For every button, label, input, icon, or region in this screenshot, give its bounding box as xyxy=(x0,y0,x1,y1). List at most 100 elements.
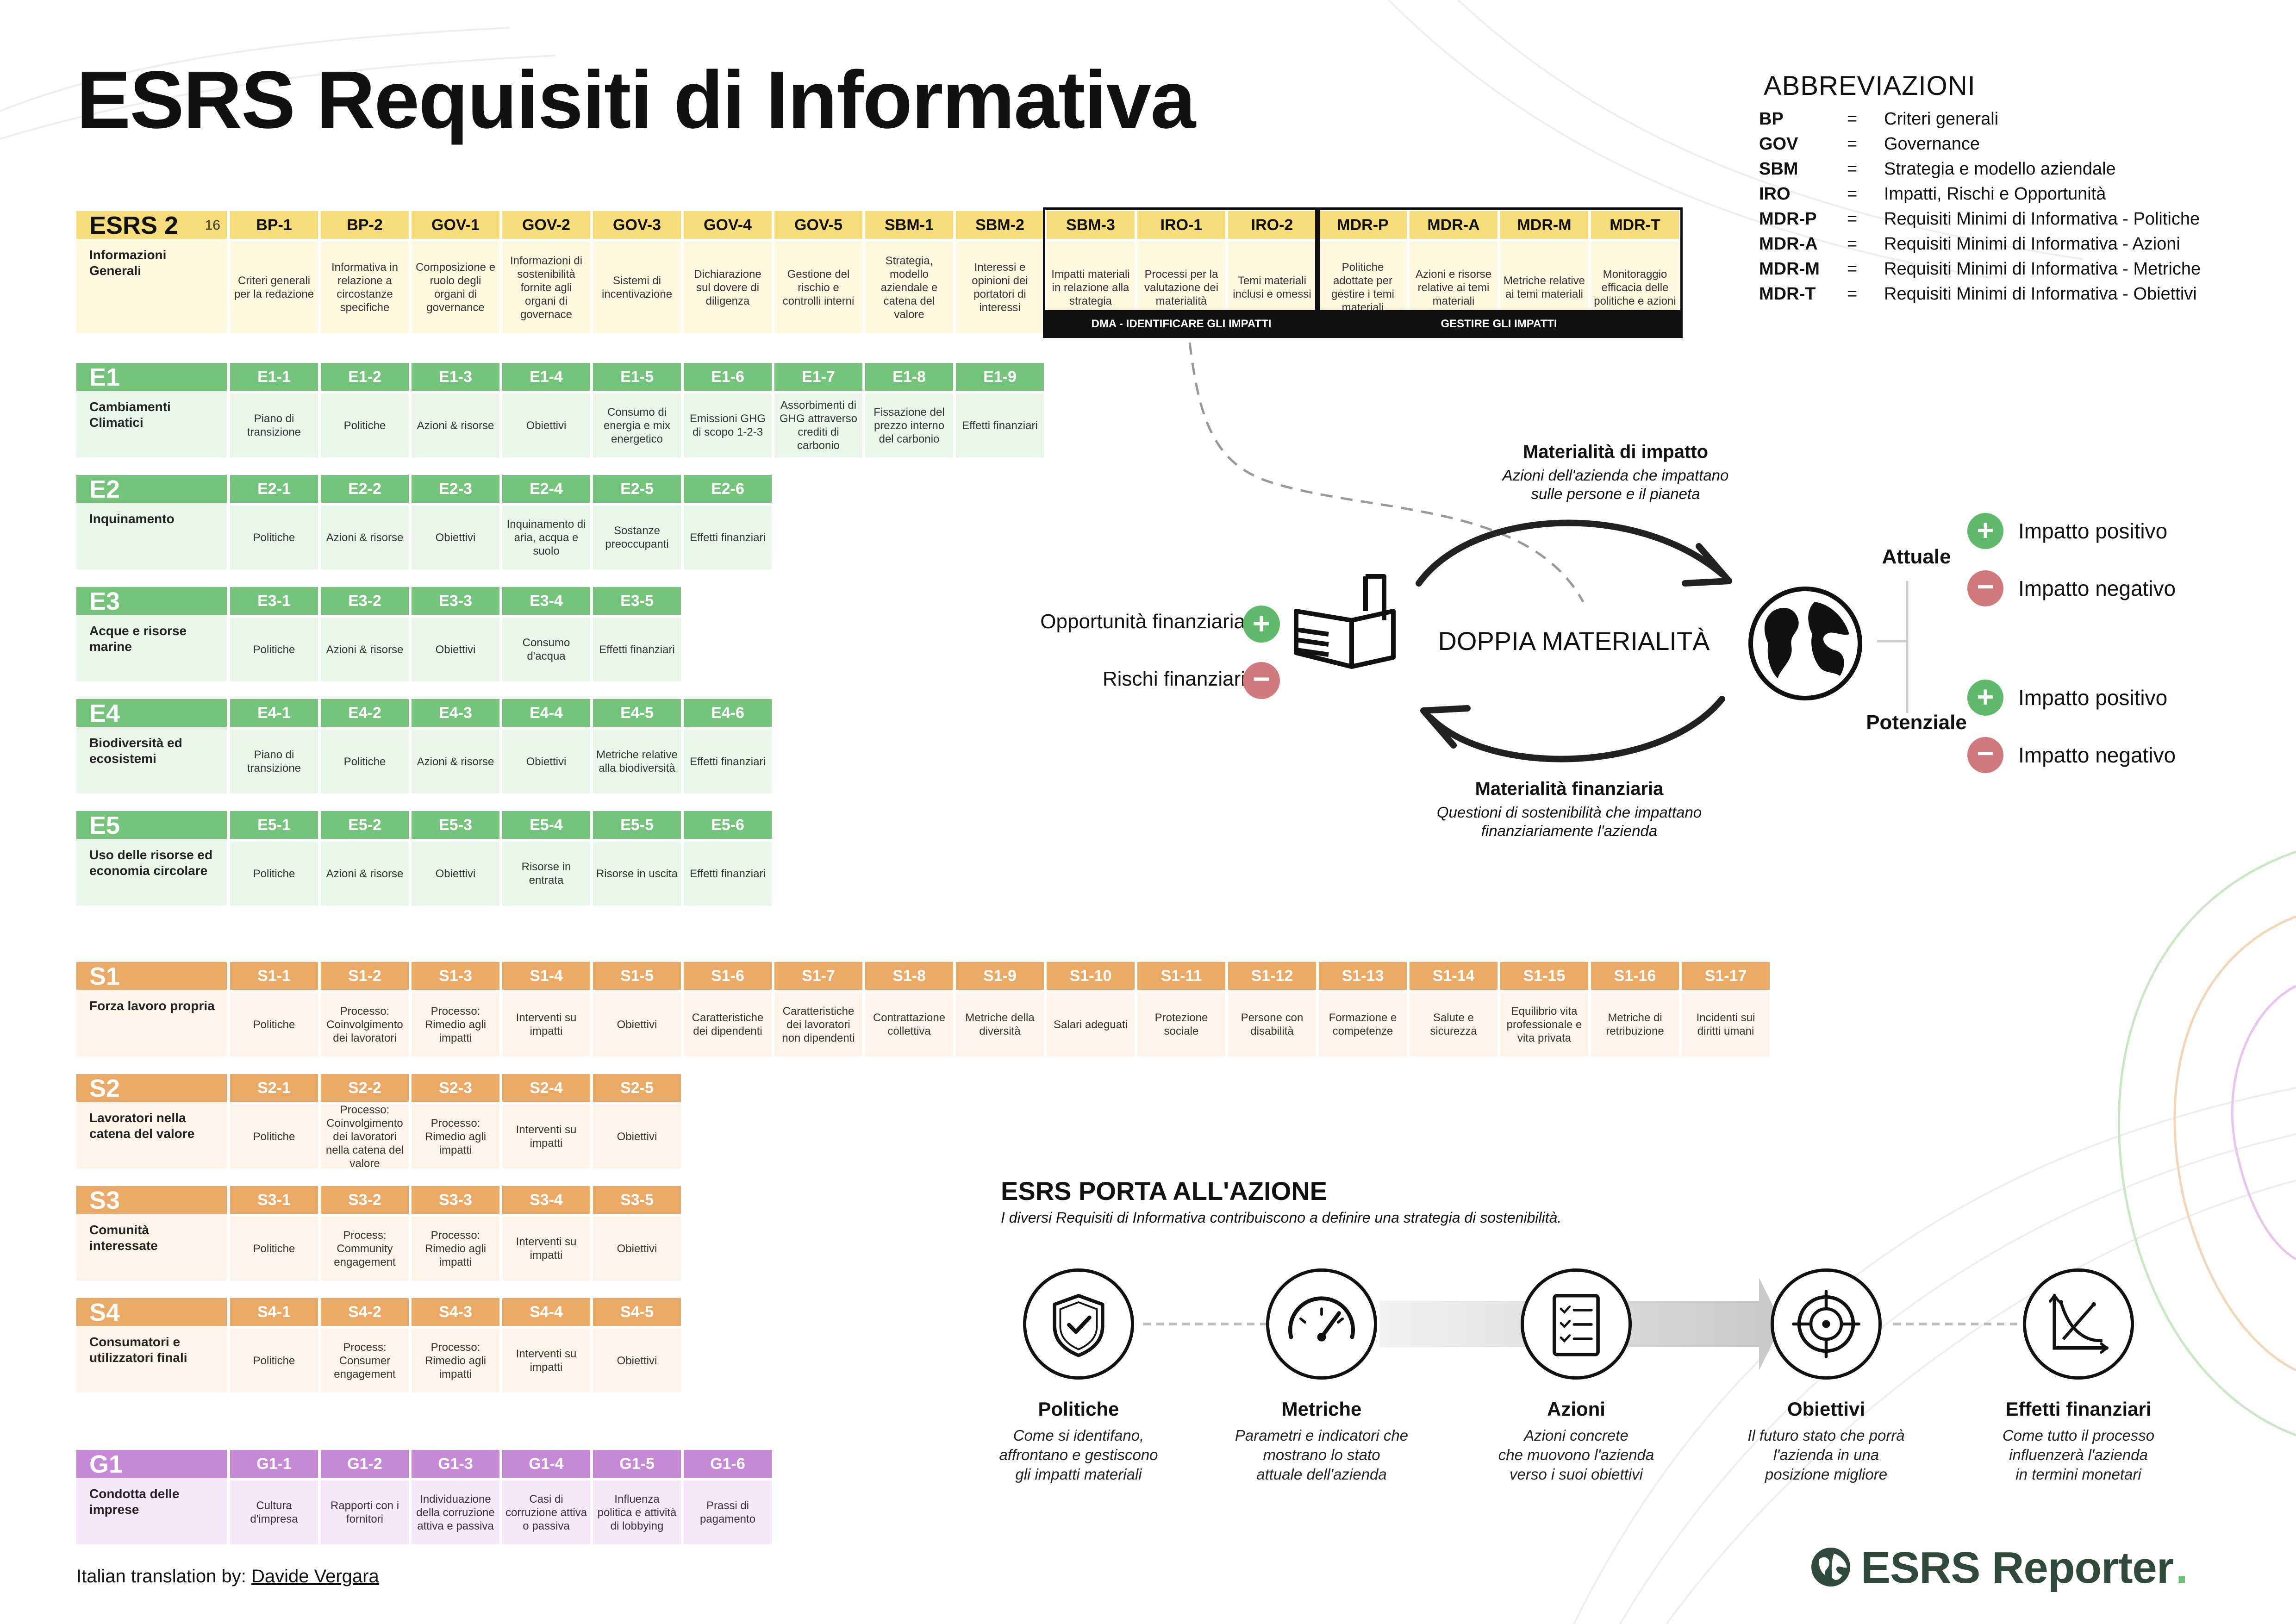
abbreviation-value: Requisiti Minimi di Informativa - Azioni xyxy=(1884,234,2180,254)
requirement-description: Processo: Rimedio agli impatti xyxy=(412,1217,499,1280)
requirement-code: SBM-1 xyxy=(865,211,953,239)
requirement-code: IRO-2 xyxy=(1228,211,1316,239)
abbreviation-key: GOV xyxy=(1759,134,1798,154)
requirement-code: S3-3 xyxy=(412,1186,499,1214)
logo-dot: . xyxy=(2176,1543,2188,1593)
risk-minus-icon: − xyxy=(1243,662,1280,699)
requirement-code: E4-2 xyxy=(321,699,409,727)
standard-code-tab: ESRS 2 xyxy=(76,211,227,239)
requirement-code: E2-3 xyxy=(412,475,499,503)
potential-positive-plus-icon: + xyxy=(1967,680,2003,716)
requirement-description: Risorse in uscita xyxy=(593,842,681,906)
requirement-description: Effetti finanziari xyxy=(684,506,772,569)
requirement-code: S2-5 xyxy=(593,1074,681,1102)
requirement-code: S1-2 xyxy=(321,962,409,990)
standard-name: Acque e risorse marine xyxy=(89,624,187,654)
financial-materiality-desc-1: Questioni di sostenibilità che impattano xyxy=(1436,804,1702,821)
abbreviation-equals: = xyxy=(1847,234,1858,254)
requirement-code: MDR-T xyxy=(1591,211,1679,239)
action-step-circle xyxy=(1771,1268,1882,1380)
requirement-code: S4-2 xyxy=(321,1298,409,1326)
potential-negative-minus-icon: − xyxy=(1967,737,2003,773)
requirement-description: Politiche xyxy=(230,1105,318,1168)
requirement-code: S1-8 xyxy=(865,962,953,990)
requirement-code: E3-4 xyxy=(502,587,590,615)
action-step-label: Politiche xyxy=(1038,1398,1119,1420)
requirement-description: Composizione e ruolo degli organi di gov… xyxy=(412,242,499,333)
financial-materiality-desc-2: finanziariamente l'azienda xyxy=(1481,822,1658,839)
requirement-code: G1-6 xyxy=(684,1450,772,1478)
requirement-code: S4-5 xyxy=(593,1298,681,1326)
requirement-description: Individuazione della corruzione attiva e… xyxy=(412,1480,499,1544)
action-step-description: Il futuro stato che porrà xyxy=(1747,1427,1905,1444)
requirement-description: Obiettivi xyxy=(593,1105,681,1168)
requirement-code: E3-3 xyxy=(412,587,499,615)
requirement-code: BP-2 xyxy=(321,211,409,239)
requirement-description: Formazione e competenze xyxy=(1319,993,1407,1056)
action-step-label: Effetti finanziari xyxy=(2005,1398,2152,1420)
impact-materiality-desc-1: Azioni dell'azienda che impattano xyxy=(1502,467,1729,484)
potential-negative-impact-label: Impatto negativo xyxy=(2018,743,2176,767)
standard-code: E2 xyxy=(89,475,120,503)
requirement-description: Azioni & risorse xyxy=(412,730,499,793)
standard-name: Forza lavoro propria xyxy=(89,999,215,1013)
requirement-code: S1-10 xyxy=(1047,962,1135,990)
standard-name: Consumatori e utilizzatori finali xyxy=(89,1335,187,1365)
translator-link[interactable]: Davide Vergara xyxy=(251,1566,379,1587)
requirement-code: S4-3 xyxy=(412,1298,499,1326)
requirement-code: E1-4 xyxy=(502,363,590,391)
requirement-description: Casi di corruzione attiva o passiva xyxy=(502,1480,590,1544)
action-step-description: Come si identifano, xyxy=(1013,1427,1144,1444)
potential-positive-impact-label: Impatto positivo xyxy=(2018,686,2168,710)
requirement-description: Politiche xyxy=(230,1329,318,1393)
requirement-code: E1-1 xyxy=(230,363,318,391)
requirement-description: Politiche xyxy=(230,993,318,1056)
abbreviation-row: MDR-P=Requisiti Minimi di Informativa - … xyxy=(1759,206,2268,231)
action-step-circle xyxy=(2023,1268,2134,1380)
impact-materiality-desc-2: sulle persone e il pianeta xyxy=(1531,485,1700,502)
abbreviation-value: Requisiti Minimi di Informativa - Politi… xyxy=(1884,209,2200,229)
requirement-code: MDR-M xyxy=(1500,211,1588,239)
requirement-description: Assorbimenti di GHG attraverso crediti d… xyxy=(774,394,862,457)
requirement-code: E5-5 xyxy=(593,811,681,839)
impact-materiality-title: Materialità di impatto xyxy=(1522,442,1709,462)
requirement-description: Interventi su impatti xyxy=(502,1217,590,1280)
requirement-code: E1-8 xyxy=(865,363,953,391)
requirement-code: GOV-1 xyxy=(412,211,499,239)
standard-code: S2 xyxy=(89,1074,120,1102)
abbreviation-value: Impatti, Rischi e Opportunità xyxy=(1884,184,2106,204)
action-step-description: in termini monetari xyxy=(2015,1466,2141,1483)
standard-name: Inquinamento xyxy=(89,512,175,526)
requirement-code: G1-2 xyxy=(321,1450,409,1478)
requirement-description: Politiche xyxy=(321,394,409,457)
financial-opportunity-label: Opportunità finanziaria xyxy=(1040,610,1245,633)
requirement-code: S3-4 xyxy=(502,1186,590,1214)
translation-credit: Italian translation by: Davide Vergara xyxy=(76,1566,379,1587)
requirement-code: E4-4 xyxy=(502,699,590,727)
action-subtitle: I diversi Requisiti di Informativa contr… xyxy=(1001,1209,1562,1226)
requirement-description: Influenza politica e attività di lobbyin… xyxy=(593,1480,681,1544)
requirement-code: S4-4 xyxy=(502,1298,590,1326)
action-step-circle xyxy=(1266,1268,1377,1380)
opportunity-plus-icon: + xyxy=(1243,606,1280,643)
action-step-description: che muovono l'azienda xyxy=(1498,1446,1654,1463)
requirement-description: Metriche di retribuzione xyxy=(1591,993,1679,1056)
standard-code: S3 xyxy=(89,1187,120,1214)
requirement-code: E4-5 xyxy=(593,699,681,727)
requirement-description: Interessi e opinioni dei portatori di in… xyxy=(956,242,1044,333)
requirement-description: Inquinamento di aria, acqua e suolo xyxy=(502,506,590,569)
requirement-code: E4-3 xyxy=(412,699,499,727)
action-step-circle xyxy=(1023,1268,1134,1380)
requirement-code: S1-5 xyxy=(593,962,681,990)
requirement-description: Obiettivi xyxy=(593,993,681,1056)
action-step-description: l'azienda in una xyxy=(1773,1446,1879,1463)
requirement-description: Piano di transizione xyxy=(230,730,318,793)
requirement-code: SBM-3 xyxy=(1047,211,1135,239)
standard-code: E3 xyxy=(89,587,120,615)
standard-code-tab: S4 xyxy=(76,1298,227,1326)
requirement-code: E1-2 xyxy=(321,363,409,391)
requirement-code: SBM-2 xyxy=(956,211,1044,239)
requirement-code: S1-7 xyxy=(774,962,862,990)
